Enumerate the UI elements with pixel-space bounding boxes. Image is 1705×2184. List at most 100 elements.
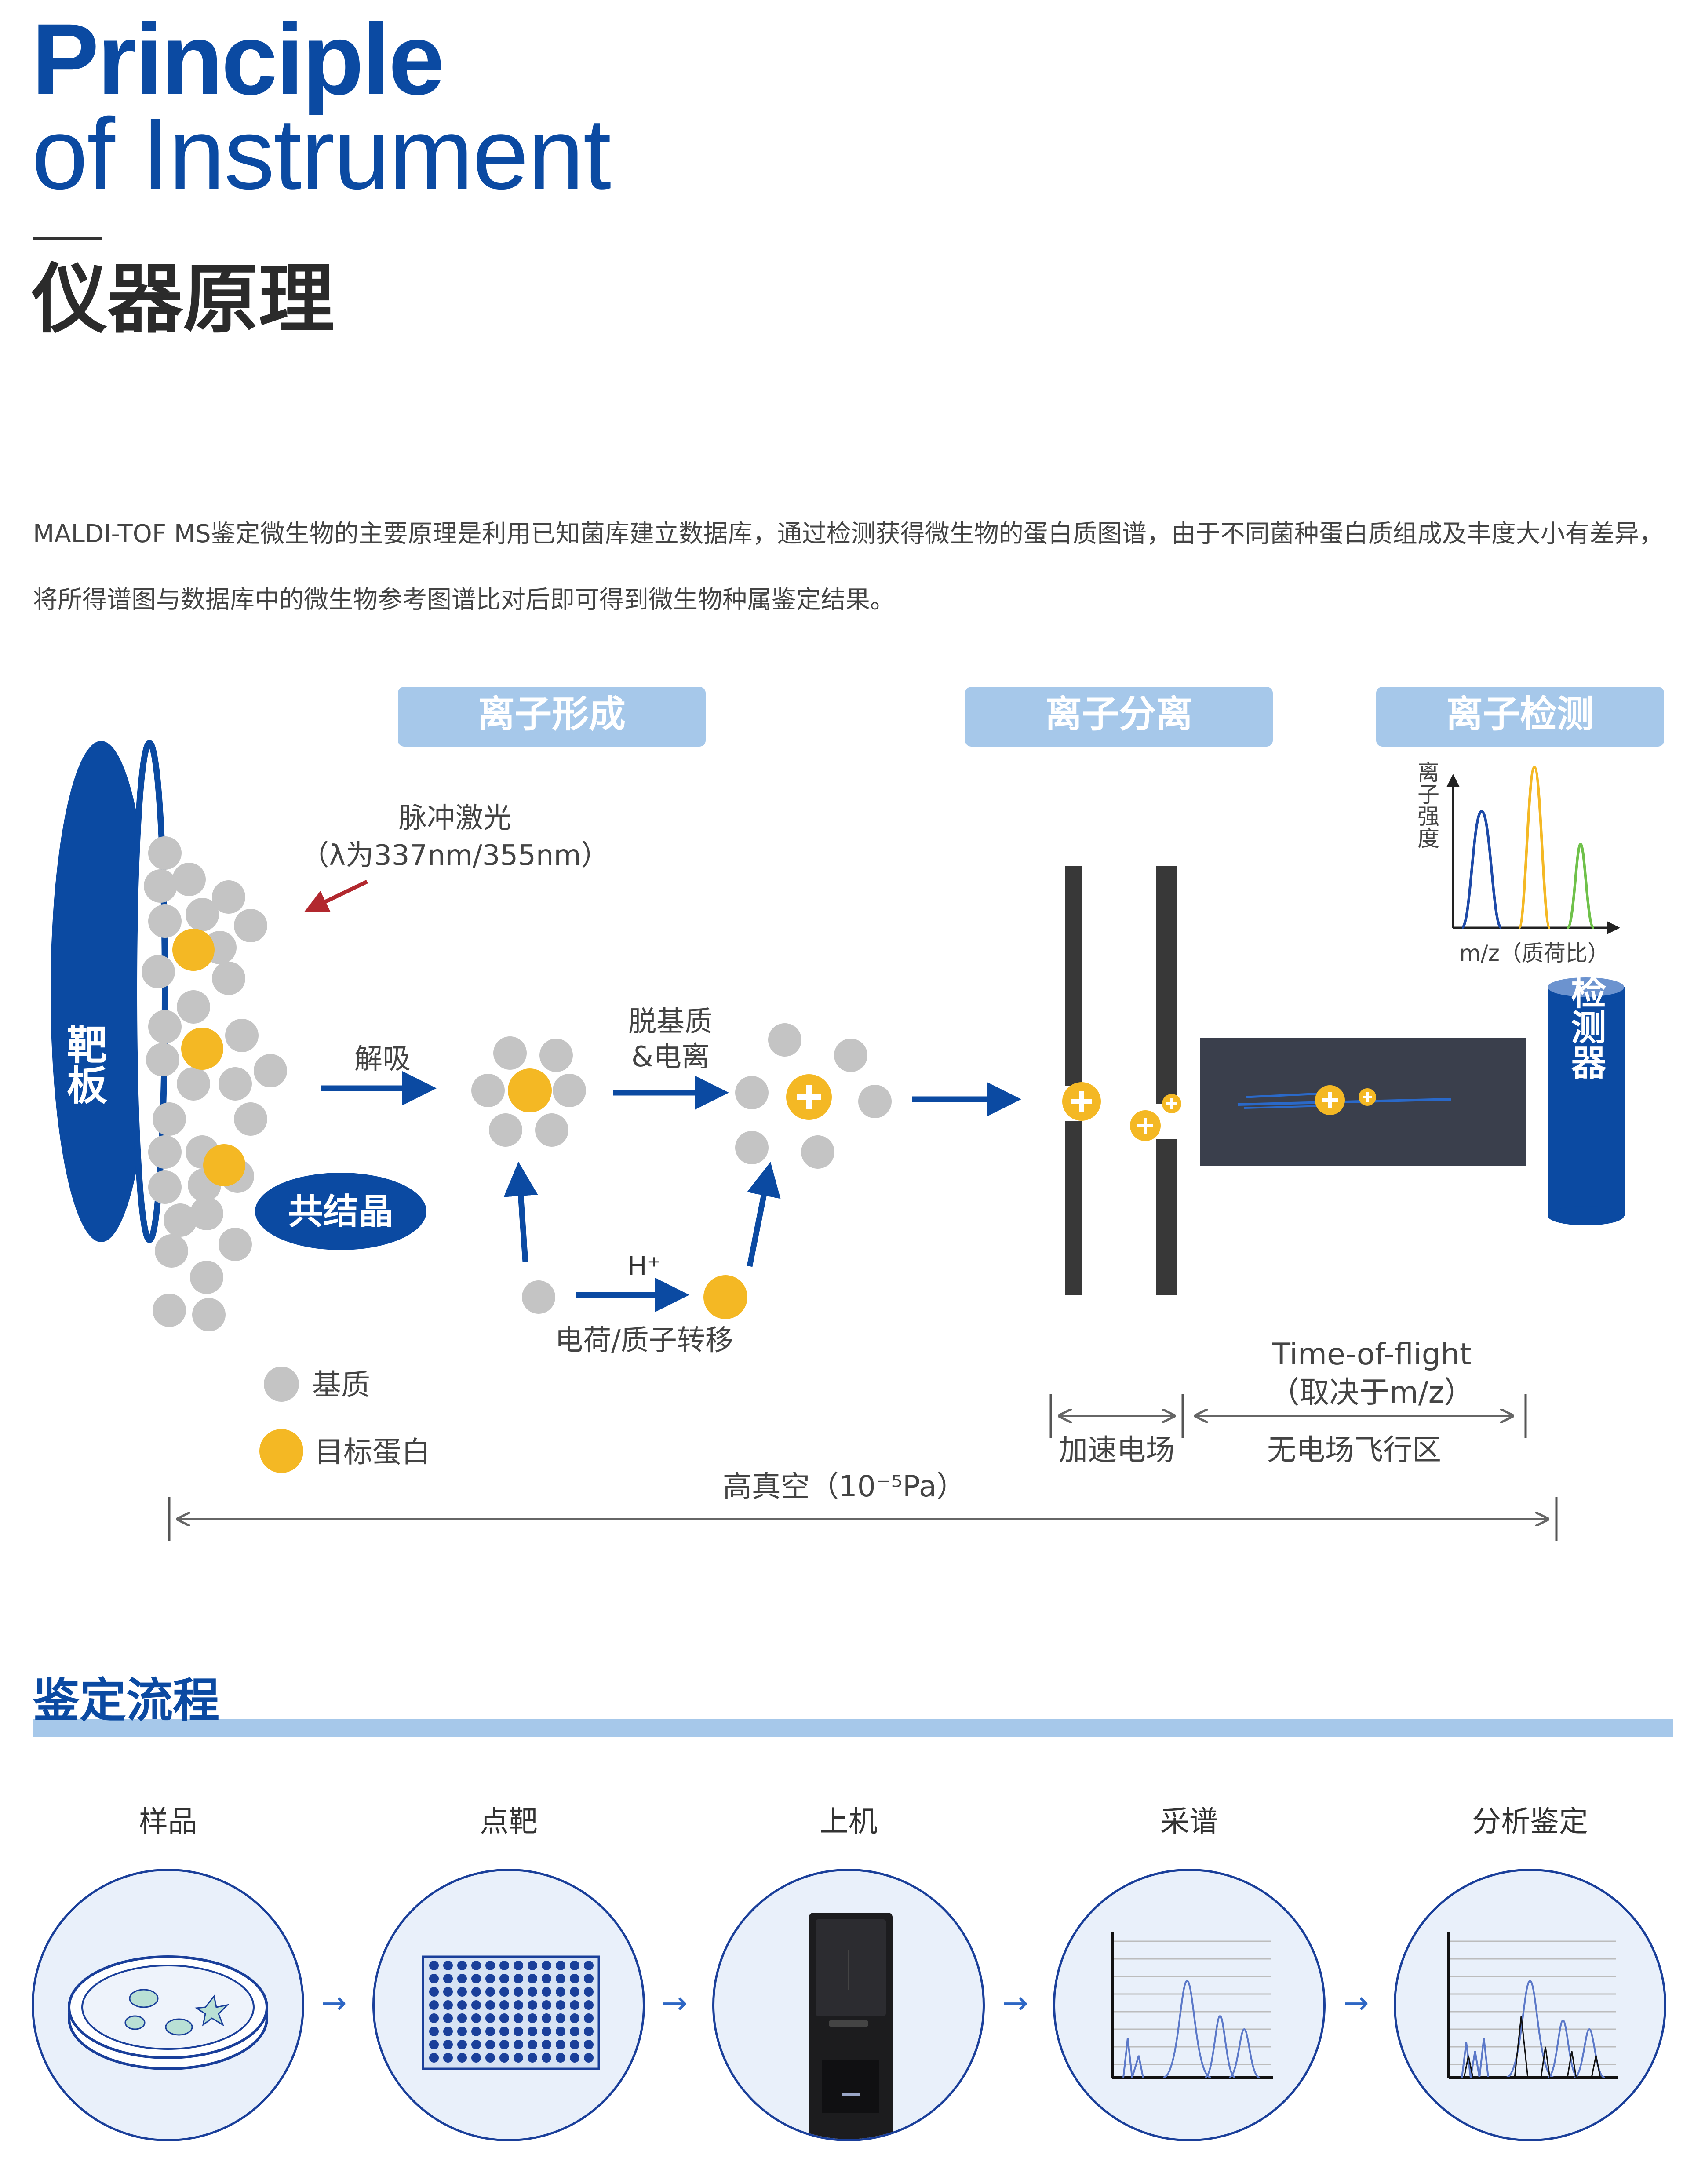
- plate-well-dot: [556, 2053, 565, 2063]
- plate-well-dot: [485, 2040, 495, 2049]
- plate-well-dot: [514, 2000, 523, 2010]
- title-en-line1: Principle: [32, 3, 444, 116]
- step-sample: [32, 1869, 304, 2141]
- plate-well-dot: [556, 2027, 565, 2036]
- plate-well-dot: [499, 1974, 509, 1983]
- plate-well-dot: [457, 2040, 467, 2049]
- plate-well-dot: [443, 2040, 453, 2049]
- plate-well-dot: [570, 2000, 579, 2010]
- target-plate: 靶板: [51, 740, 168, 1243]
- step-label-sample: 样品: [139, 1805, 197, 1838]
- cocrystal-badge: 共结晶: [255, 1173, 426, 1250]
- acceleration-electrodes: [1062, 866, 1181, 1295]
- plate-well-dot: [584, 2040, 594, 2049]
- plate-well-dot: [457, 1961, 467, 1970]
- principle-diagram: 离子形成 离子分离 离子检测 靶板: [51, 687, 1664, 1541]
- ionization-label: &电离: [631, 1041, 710, 1073]
- high-vacuum-label: 高真空（10⁻⁵Pa）: [723, 1469, 966, 1503]
- title-zh: 仪器原理: [32, 255, 334, 343]
- spectrum-icon: [1111, 1932, 1273, 2079]
- plate-well-dot: [471, 1974, 481, 1983]
- plate-well-dot: [528, 2027, 537, 2036]
- plate-well-dot: [471, 1987, 481, 1997]
- plate-well-dot: [556, 2000, 565, 2010]
- plate-well-dot: [570, 1961, 579, 1970]
- plate-well-dot: [514, 2013, 523, 2023]
- plate-well-dot: [429, 2013, 439, 2023]
- cocrystal-particles: [142, 836, 287, 1331]
- protonated-protein: [703, 1275, 747, 1319]
- plate-well-dot: [499, 1961, 509, 1970]
- plate-well-dot: [584, 2000, 594, 2010]
- plate-well-dot: [542, 2000, 551, 2010]
- plate-well-dot: [570, 2013, 579, 2023]
- svg-text:检测器: 检测器: [1566, 974, 1607, 1079]
- plate-well-dot: [542, 2040, 551, 2049]
- plate-well-dot: [457, 1987, 467, 1997]
- plate-well-dot: [514, 2053, 523, 2063]
- plate-well-dot: [471, 2040, 481, 2049]
- accel-field-label: 加速电场: [1059, 1433, 1175, 1467]
- plate-well-dot: [457, 2013, 467, 2023]
- step-arrow-4: →: [1343, 1985, 1369, 2021]
- plate-well-dot: [542, 1961, 551, 1970]
- plate-well-dot: [443, 1987, 453, 1997]
- plate-well-dot: [499, 2053, 509, 2063]
- charge-transfer-label: 电荷/质子转移: [555, 1324, 733, 1357]
- plate-well-dot: [429, 2040, 439, 2049]
- plate-well-dot: [499, 2027, 509, 2036]
- desorption-label: 解吸: [354, 1043, 411, 1076]
- plate-well-dot: [514, 2027, 523, 2036]
- plate-well-dot: [485, 2000, 495, 2010]
- svg-text:共结晶: 共结晶: [288, 1191, 393, 1232]
- step-arrow-2: →: [662, 1985, 688, 2021]
- stage-ion-formation: 离子形成: [398, 687, 706, 747]
- step-label-loading: 上机: [820, 1805, 878, 1838]
- plate-well-dot: [429, 1961, 439, 1970]
- legend-matrix-label: 基质: [312, 1368, 370, 1402]
- plate-well-dot: [443, 2053, 453, 2063]
- plate-well-dot: [443, 1974, 453, 1983]
- plate-well-dot: [570, 1974, 579, 1983]
- plate-well-dot: [499, 1987, 509, 1997]
- plate-well-dot: [429, 2027, 439, 2036]
- legend-protein-label: 目标蛋白: [314, 1435, 430, 1469]
- step-analysis: [1394, 1869, 1666, 2141]
- plate-well-dot: [471, 2027, 481, 2036]
- plate-well-dot: [514, 1987, 523, 1997]
- svg-text:离子形成: 离子形成: [478, 693, 626, 736]
- plate-well-dot: [499, 2040, 509, 2049]
- svg-text:离子强度: 离子强度: [1414, 761, 1439, 849]
- plate-well-dot: [528, 1974, 537, 1983]
- plate-well-dot: [485, 2013, 495, 2023]
- plate-well-dot: [528, 2000, 537, 2010]
- plate-well-dot: [457, 2053, 467, 2063]
- plate-well-dot: [457, 2027, 467, 2036]
- plate-well-dot: [570, 2053, 579, 2063]
- step-label-acquisition: 采谱: [1160, 1805, 1218, 1838]
- plate-well-dot: [443, 2000, 453, 2010]
- plate-well-dot: [528, 2013, 537, 2023]
- petri-dish-icon: [68, 1955, 268, 2070]
- svg-text:靶板: 靶板: [60, 1024, 107, 1105]
- step-arrow-1: →: [321, 1985, 347, 2021]
- ion-intensity-spectrum: 离子强度 m/z（质荷比）: [1414, 761, 1620, 966]
- plate-well-dot: [528, 1987, 537, 1997]
- plate-well-dot: [471, 1961, 481, 1970]
- plate-well-dot: [485, 2027, 495, 2036]
- plate-well-dot: [584, 1974, 594, 1983]
- plate-well-dot: [514, 1974, 523, 1983]
- plate-well-dot: [584, 2027, 594, 2036]
- detector: 检测器: [1548, 974, 1625, 1225]
- plate-well-dot: [528, 2053, 537, 2063]
- plate-well-dot: [556, 1987, 565, 1997]
- step-label-spotting: 点靶: [480, 1805, 538, 1838]
- target-plate-icon: [422, 1955, 600, 2070]
- plate-well-dot: [556, 1974, 565, 1983]
- plate-well-dot: [457, 1974, 467, 1983]
- plate-well-dot: [471, 2013, 481, 2023]
- plate-well-dot: [542, 2013, 551, 2023]
- laser-label: 脉冲激光: [399, 802, 511, 835]
- plate-well-dot: [443, 1961, 453, 1970]
- plate-well-dot: [485, 1974, 495, 1983]
